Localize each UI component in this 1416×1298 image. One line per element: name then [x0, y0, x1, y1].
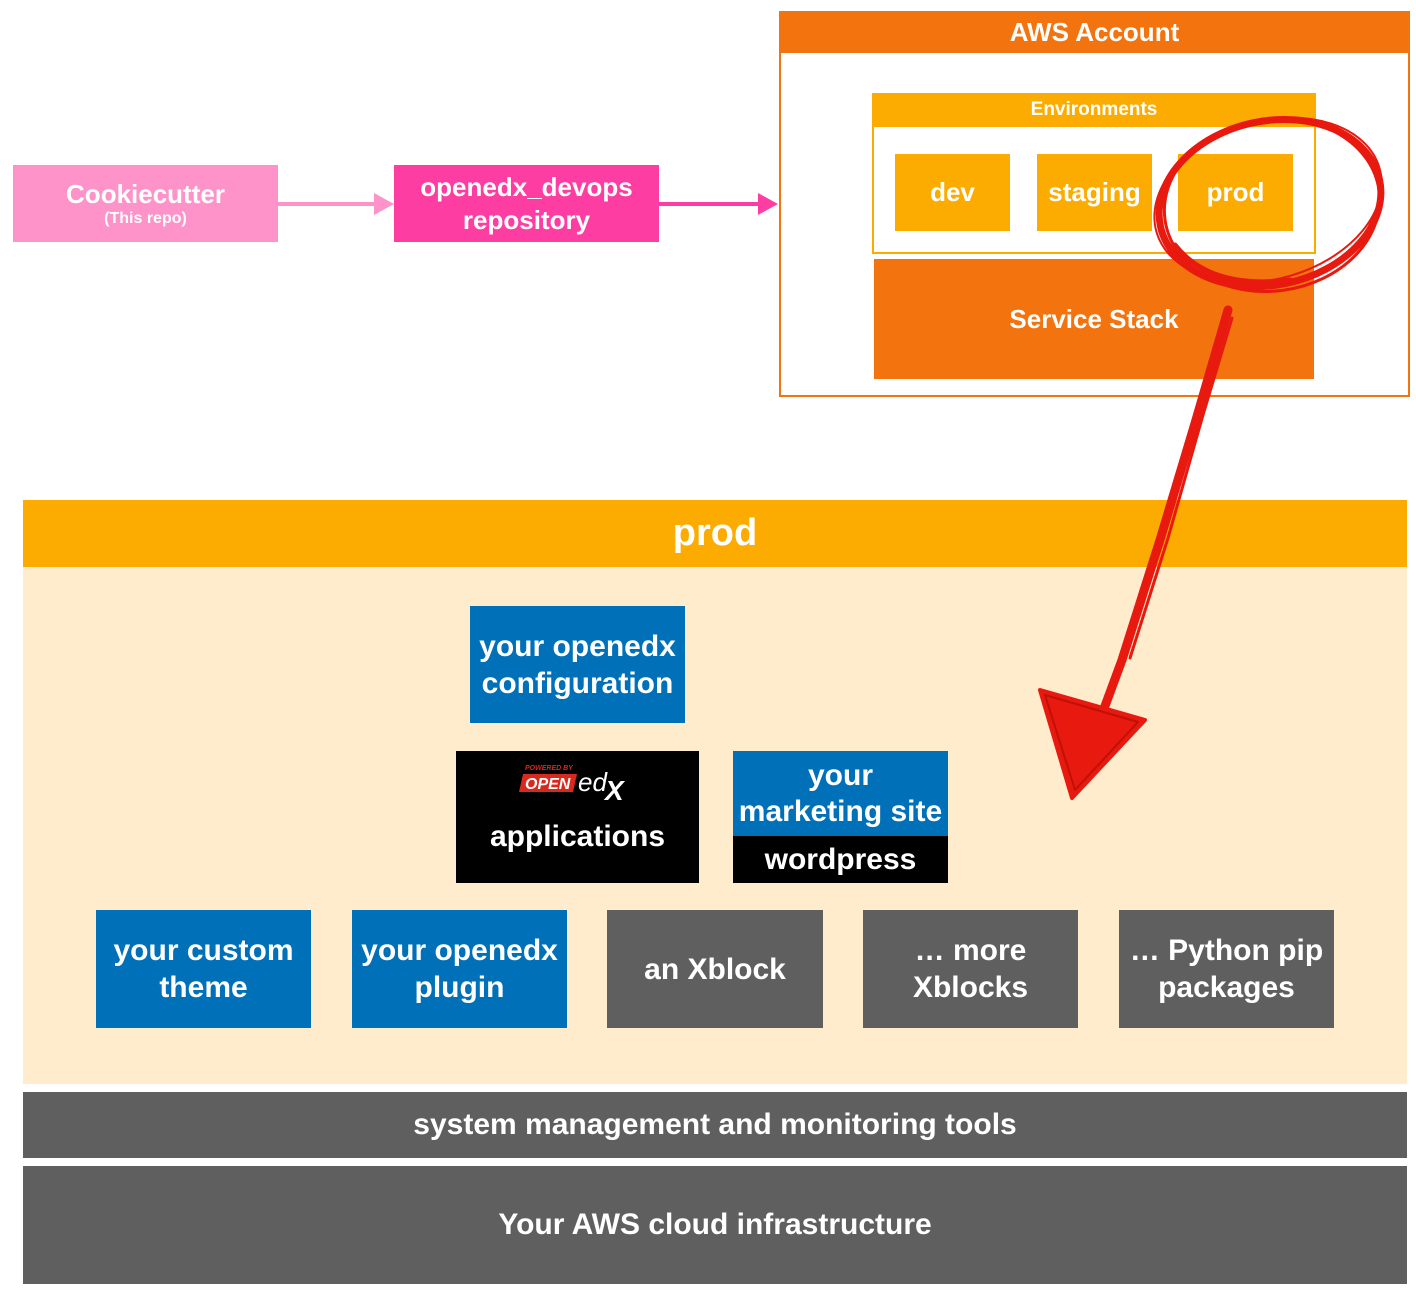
env-staging-label: staging	[1048, 177, 1141, 207]
logo-x: X	[603, 775, 626, 805]
devops-line2: repository	[462, 204, 591, 235]
cookiecutter-title: Cookiecutter	[66, 178, 225, 209]
openedx-configuration-tile: your openedx configuration	[470, 606, 685, 723]
logo-powered-by: POWERED BY	[525, 765, 574, 772]
aws-account-header: AWS Account	[779, 11, 1410, 53]
open-edx-logo: POWERED BY OPEN ed X	[519, 765, 626, 805]
env-staging: staging	[1037, 154, 1152, 231]
row-tile-line1: an Xblock	[644, 952, 786, 986]
python-pip-packages-tile: … Python pip packages	[1119, 910, 1334, 1028]
prod-title: prod	[672, 512, 758, 554]
row-tile-line1: … more	[914, 934, 1027, 967]
openedx-applications-tile	[456, 751, 699, 883]
env-prod-label: prod	[1206, 177, 1265, 207]
row-tile-line2: Xblocks	[912, 971, 1029, 1004]
marketing-line2: marketing site	[738, 794, 943, 828]
marketing-site-section: your marketing site	[733, 751, 948, 836]
env-prod: prod	[1178, 154, 1293, 231]
logo-open: OPEN	[525, 776, 571, 793]
row-tile-line2: packages	[1158, 971, 1295, 1004]
row-tile-line1: your custom	[113, 934, 294, 967]
wordpress-label: wordpress	[764, 842, 917, 876]
cookiecutter-to-devops-arrow	[278, 193, 394, 215]
config-line2: configuration	[481, 666, 674, 700]
config-line1: your openedx	[479, 629, 676, 663]
cookiecutter-subtitle: (This repo)	[104, 209, 187, 227]
system-tools-label: system management and monitoring tools	[413, 1108, 1017, 1141]
row-tile-line2: plugin	[414, 971, 505, 1004]
aws-account-title: AWS Account	[1009, 16, 1180, 47]
xblock-tile: an Xblock	[607, 910, 823, 1028]
more-xblocks-tile: … more Xblocks	[863, 910, 1078, 1028]
applications-label: applications	[489, 820, 666, 853]
service-stack-label: Service Stack	[1009, 303, 1179, 334]
custom-theme-tile: your custom theme	[96, 910, 311, 1028]
marketing-line1: your	[807, 758, 873, 792]
service-stack-box: Service Stack	[874, 259, 1314, 379]
devops-to-aws-arrow	[659, 193, 778, 215]
red-circle-annotation	[1153, 115, 1385, 293]
system-management-layer: system management and monitoring tools	[23, 1092, 1407, 1158]
openedx-devops-repository-box: openedx_devops repository	[394, 165, 659, 242]
red-arrow-annotation	[1038, 305, 1234, 800]
env-dev-label: dev	[930, 177, 975, 207]
row-tile-line1: your openedx	[361, 934, 558, 967]
openedx-plugin-tile: your openedx plugin	[352, 910, 567, 1028]
aws-infra-label: Your AWS cloud infrastructure	[498, 1208, 932, 1241]
row-tile-line2: theme	[159, 971, 248, 1004]
logo-ed: ed	[578, 767, 608, 797]
cookiecutter-box: Cookiecutter (This repo)	[13, 165, 278, 242]
row-tile-line1: … Python pip	[1129, 934, 1324, 967]
aws-infrastructure-layer: Your AWS cloud infrastructure	[23, 1166, 1407, 1284]
devops-line1: openedx_devops	[420, 171, 633, 202]
environments-header: Environments	[872, 93, 1316, 127]
env-dev: dev	[895, 154, 1010, 231]
environments-label: Environments	[1030, 99, 1158, 120]
